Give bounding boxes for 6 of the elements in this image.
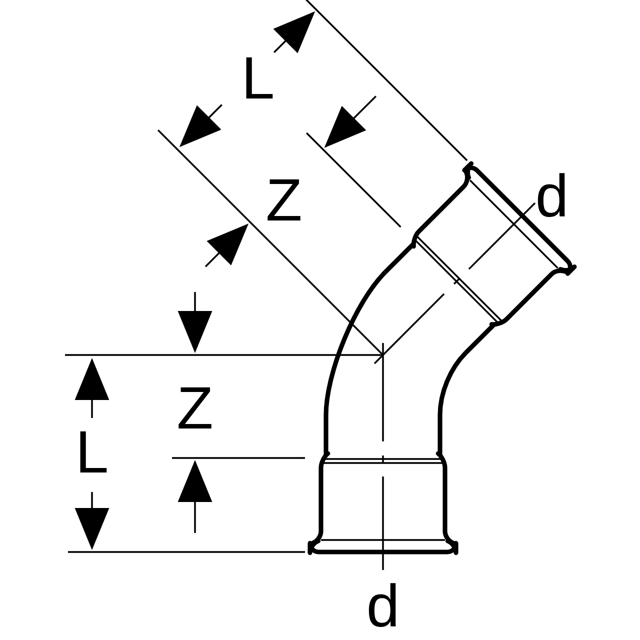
dimension-label: L [246,57,273,99]
dimension-label: L [80,431,107,473]
dimension-label: Z [268,179,300,221]
dimension-label: Z [178,387,212,429]
dimension-label: d [538,173,565,217]
dimension-label: d [368,583,396,627]
